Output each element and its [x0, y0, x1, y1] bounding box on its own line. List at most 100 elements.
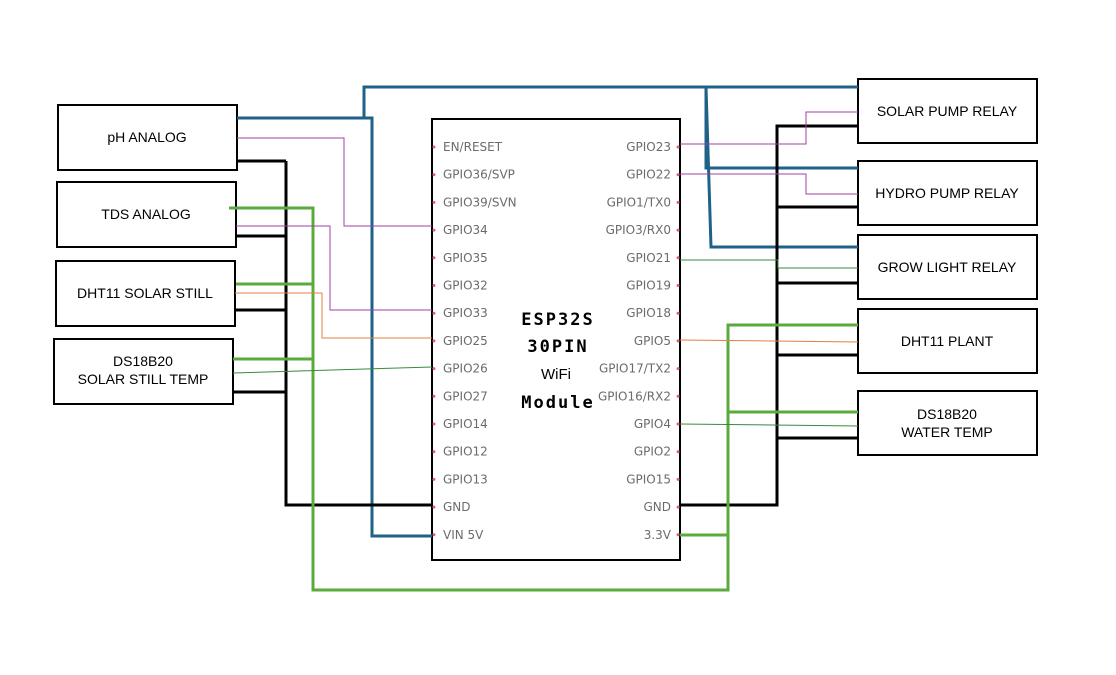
component-dht11-plant: DHT11 PLANT: [857, 308, 1038, 374]
pin-label: GPIO26: [443, 362, 488, 376]
wire-signal-gpio5-dht11-plant: [679, 339, 859, 343]
wire-3v3-loop: [229, 206, 730, 592]
pin-dot: [432, 145, 436, 149]
wire-signal-gpio4-ds18b20-water: [679, 423, 859, 427]
component-dht11-solar-still: DHT11 SOLAR STILL: [55, 260, 236, 327]
component-box: [857, 390, 1038, 456]
pin-dot: [676, 339, 680, 343]
wire-signal-gpio21-grow-light: [680, 259, 858, 269]
esp32-board: [431, 118, 681, 561]
pin-dot: [676, 284, 680, 287]
component-tds-analog: TDS ANALOG: [56, 181, 237, 248]
pin-label: GPIO32: [443, 279, 488, 293]
pin-dot: [432, 173, 436, 177]
pin-label: GPIO14: [443, 417, 488, 431]
component-grow-light-relay: GROW LIGHT RELAY: [857, 234, 1038, 300]
pin-label: GPIO25: [443, 334, 488, 348]
component-label-line: DS18B20: [113, 353, 173, 369]
wire-signal-dht11-solar-gpio25: [235, 292, 432, 339]
pin-label: GPIO34: [443, 223, 488, 237]
pin-label: GPIO19: [626, 279, 671, 293]
module-label-line-3: WiFi: [541, 366, 571, 383]
module-label-line-4: Module: [521, 393, 594, 413]
wire-signal-ds18b20-gpio26: [232, 366, 433, 374]
esp32-module: ESP32S 30PIN WiFi Module: [431, 118, 681, 561]
pin-label: GPIO4: [634, 417, 671, 431]
component-label: DHT11 PLANT: [901, 333, 994, 349]
pin-label: GPIO33: [443, 306, 488, 320]
left-pin-column: EN/RESETGPIO36/SVPGPIO39/SVNGPIO34GPIO35…: [432, 140, 517, 542]
component-label: DHT11 SOLAR STILL: [77, 285, 213, 301]
right-pin-column: GPIO23GPIO22GPIO1/TX0GPIO3/RX0GPIO21GPIO…: [598, 140, 680, 542]
pin-dot: [676, 367, 680, 371]
pin-label: 3.3V: [644, 528, 672, 542]
wire-vin-5v-to-module: [364, 116, 432, 538]
pin-label: VIN 5V: [443, 528, 484, 542]
pin-label: GPIO18: [626, 306, 671, 320]
pin-dot: [432, 228, 436, 232]
pin-dot: [676, 228, 680, 232]
component-box: [857, 78, 1038, 144]
component-label-line: DS18B20: [917, 406, 977, 422]
component-box: [857, 308, 1038, 374]
pin-dot: [676, 533, 680, 537]
pin-label: GPIO5: [634, 334, 671, 348]
pin-dot: [432, 339, 436, 343]
pin-label: GPIO16/RX2: [598, 389, 671, 403]
pin-dot: [432, 505, 436, 509]
component-box: [857, 160, 1038, 226]
pin-dot: [676, 477, 680, 481]
component-hydro-pump-relay: HYDRO PUMP RELAY: [857, 160, 1038, 226]
component-box: [857, 234, 1038, 300]
pin-label: GPIO2: [634, 445, 671, 459]
wire-5v-relay-grow: [704, 86, 858, 249]
component-box: [57, 104, 238, 171]
pin-label: GPIO13: [443, 472, 488, 486]
pin-dot: [432, 533, 436, 537]
pin-dot: [432, 284, 436, 287]
component-label: TDS ANALOG: [101, 206, 190, 222]
component-label: GROW LIGHT RELAY: [878, 259, 1017, 275]
module-label-line-2: 30PIN: [527, 337, 588, 357]
component-label-line: SOLAR STILL TEMP: [78, 371, 209, 387]
pin-dot: [432, 311, 436, 315]
component-ph-analog: pH ANALOG: [57, 104, 238, 171]
component-label: HYDRO PUMP RELAY: [875, 185, 1019, 201]
wire-vin-5v: [237, 85, 858, 120]
component-box: [56, 181, 237, 248]
pin-dot: [432, 256, 436, 260]
component-solar-pump-relay: SOLAR PUMP RELAY: [857, 78, 1038, 144]
pin-dot: [432, 450, 436, 454]
pin-dot: [676, 200, 680, 204]
pin-dot: [676, 145, 680, 149]
wire-signal-gpio23-solar-pump: [680, 111, 858, 145]
module-label-line-1: ESP32S: [521, 310, 594, 330]
wire-3v3-right: [726, 323, 858, 535]
pin-label: GPIO12: [443, 445, 488, 459]
pin-dot: [676, 505, 680, 509]
wire-gnd-left-bus: [284, 161, 432, 507]
pin-dot: [676, 311, 680, 315]
pin-label: GPIO27: [443, 389, 488, 403]
component-label-line: WATER TEMP: [901, 424, 993, 440]
component-label: pH ANALOG: [107, 129, 186, 145]
pin-label: GND: [443, 500, 471, 514]
pin-label: GPIO39/SVN: [443, 195, 517, 209]
pin-dot: [676, 256, 680, 260]
wire-gnd-right-bus: [680, 124, 858, 507]
pin-dot: [432, 367, 436, 371]
wire-signal-ph-gpio34: [237, 137, 432, 227]
pin-label: GND: [643, 500, 671, 514]
wire-signal-tds-gpio33: [236, 225, 432, 311]
component-box: [53, 338, 234, 405]
pin-label: GPIO36/SVP: [443, 168, 515, 182]
wire-signal-gpio22-hydro-pump: [680, 173, 858, 195]
pin-dot: [432, 394, 436, 398]
pin-dot: [676, 450, 680, 454]
pin-dot: [676, 394, 680, 398]
pin-label: EN/RESET: [443, 140, 503, 154]
pin-dot: [432, 422, 436, 426]
